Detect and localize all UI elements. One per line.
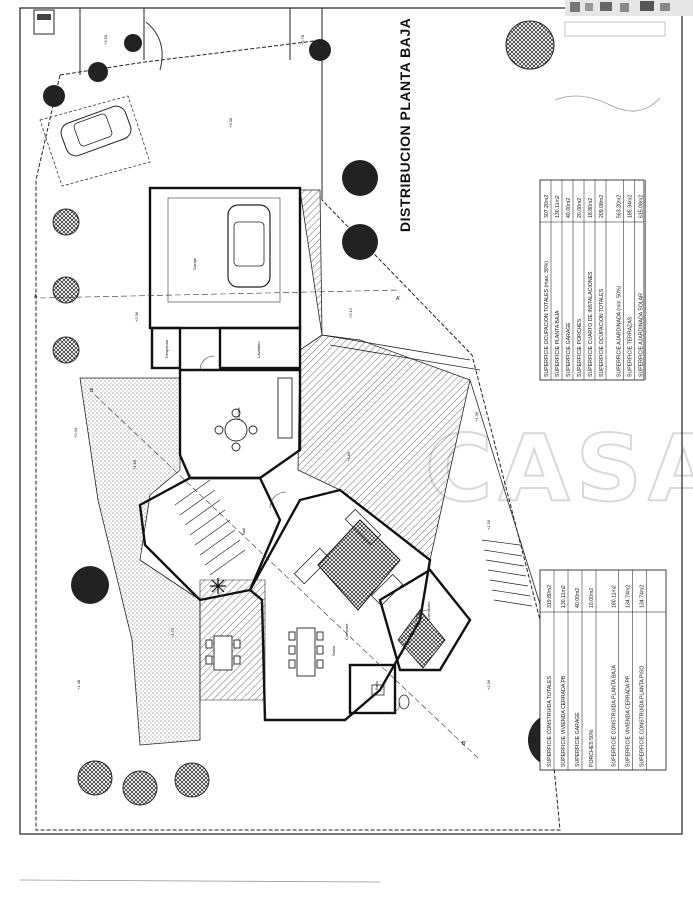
room-label-comedor: Comedor	[344, 623, 349, 640]
room-label-hall: Hall	[241, 528, 246, 535]
tree	[52, 276, 80, 304]
table-row-value: 615.08m2	[639, 195, 645, 218]
level-marker: +1.80	[346, 451, 351, 462]
level-marker: +2.78	[300, 34, 305, 45]
level-marker: +2.36	[134, 311, 139, 322]
stair	[174, 479, 246, 576]
room-label-dormitorio: Dormitorio	[426, 601, 431, 620]
room-label-salon: Salon	[331, 646, 336, 656]
level-marker: +3.00	[228, 117, 233, 128]
table-row-label: SUPERFICIE PORCHES	[577, 318, 583, 377]
level-marker: +3.50	[103, 34, 108, 45]
table-row-label: SUPERFICIE AJARDINADA (min. 50%)	[617, 285, 623, 377]
table-row-value: 134.74m2	[639, 585, 645, 608]
room-label-garage: Garaje	[192, 257, 197, 270]
table-row-value: 130.11m2	[555, 195, 561, 218]
scan-artifact	[554, 0, 693, 112]
tree	[174, 762, 210, 798]
table-row-label: SUPERFICIE GARAGE	[566, 322, 572, 377]
door-swings	[199, 355, 429, 714]
section-mark: B'	[462, 741, 466, 747]
section-mark: A'	[396, 296, 400, 302]
table-row-label: SUPERFICIE CONSTRUIDA TOTALES	[547, 675, 553, 767]
watermark: CASA	[425, 415, 693, 522]
terrace-table	[205, 635, 241, 671]
tree	[505, 20, 555, 70]
table-row-value: 40.00m2	[566, 198, 572, 218]
room-label-lavadero: Lavadero	[256, 341, 261, 358]
table-row-value: 130.11m2	[561, 585, 567, 608]
level-marker: +1.48	[76, 679, 81, 690]
drawing-frame	[19, 7, 683, 835]
level-marker: +1.36	[474, 411, 479, 422]
table-row-label: SUPERFICIE AJARDINADA SOLAR	[639, 293, 645, 377]
parcel-boundary	[35, 8, 561, 831]
table-row-value: 185.34m2	[628, 195, 634, 218]
section-mark: B	[90, 388, 94, 394]
north-star-icon	[210, 578, 226, 594]
exterior-stair	[481, 539, 533, 607]
table-row-value: 319.80m2	[547, 585, 553, 608]
table-row-value: 134.74m2	[625, 585, 631, 608]
tree	[52, 336, 80, 364]
table-row-value: 180.11m2	[611, 585, 617, 608]
table-row-value: 10.00m2	[589, 588, 595, 608]
shrub	[71, 566, 109, 604]
table-row-label: SUPERFICIE TERRAZAS	[628, 316, 634, 377]
tree-circles	[52, 20, 555, 806]
sheet-stamp	[33, 9, 55, 35]
level-marker: +1.60	[132, 459, 137, 470]
level-marker: +2.12	[348, 307, 353, 318]
shrub	[43, 85, 65, 107]
area-table-upper: SUPERFICIE OCUPACION TOTALES (max. 30%) 3…	[539, 179, 646, 381]
table-row-label: SUPERFICIE VIVIENDA CERRADA PP	[625, 675, 631, 767]
room-label-despensa: Despensa	[164, 339, 169, 358]
table-row-value: 209.08m2	[599, 195, 605, 218]
table-row-label: SUPERFICIE CONSTRUIDA PLANTA BAJA	[611, 665, 617, 767]
table-row-value: 20.00m2	[577, 198, 583, 218]
tree	[77, 760, 113, 796]
table-row-value: 18.80m2	[588, 198, 594, 218]
table-row-value: 563.20m2	[617, 195, 623, 218]
terrace-left	[79, 377, 201, 746]
living-sofa-set	[293, 508, 404, 611]
table-row-value: 40.00m2	[575, 588, 581, 608]
table-row-label: SUPERFICIE GARAGE	[575, 712, 581, 767]
level-marker: +1.30	[486, 519, 491, 530]
section-mark: A	[34, 294, 38, 300]
dining-table	[288, 627, 324, 677]
table-row-label: PORCHES 50%	[589, 729, 595, 767]
tree	[52, 208, 80, 236]
level-marker: +2.04	[73, 427, 78, 438]
table-row-label: SUPERFICIE VIVIENDA CERRADA PB	[561, 675, 567, 767]
area-table-lower: SUPERFICIE CONSTRUIDA TOTALES 319.80m2SUP…	[539, 569, 667, 771]
shrub	[88, 62, 108, 82]
room-label-bano: Baño	[374, 680, 379, 690]
plan-title: DISTRIBUCION PLANTA BAJA	[397, 18, 413, 232]
table-row-label: SUPERFICIE PLANTA BAJA	[555, 310, 561, 377]
bedroom-bed	[397, 609, 446, 669]
table-row-label: SUPERFICIE CONSTRUIDA PLANTA PISO	[639, 666, 645, 767]
table-row-label: SUPERFICIE OCUPACION TOTALES	[599, 288, 605, 377]
table-row-label: SUPERFICIE OCUPACION TOTALES (max. 30%)	[544, 261, 550, 377]
bathroom-fixtures	[371, 684, 410, 710]
shrub	[309, 39, 331, 61]
kitchen-table	[214, 377, 293, 452]
shrub	[124, 34, 142, 52]
driveway-curve	[145, 21, 163, 71]
room-label-cocina: Cocina	[236, 407, 241, 420]
table-row-label: SUPERFICIE CUARTO DE INSTALACIONES	[588, 271, 594, 377]
level-marker: +1.72	[170, 627, 175, 638]
parking-car	[39, 95, 151, 187]
garage-car	[167, 197, 281, 303]
house-walls	[138, 186, 472, 722]
tree	[122, 770, 158, 806]
shrub	[342, 224, 378, 260]
shrub	[342, 160, 378, 196]
table-row-value: 307.20m2	[544, 195, 550, 218]
level-marker: +1.06	[486, 679, 491, 690]
section-lines	[39, 289, 481, 761]
